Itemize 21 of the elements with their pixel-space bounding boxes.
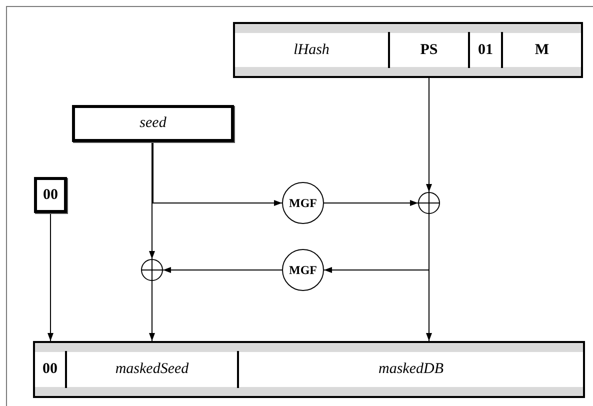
- field-cell: 01: [470, 32, 503, 68]
- xor-symbol: [418, 192, 440, 214]
- field-cell: maskedDB: [239, 351, 583, 388]
- arrow: [426, 78, 432, 192]
- seed-box: seed: [72, 105, 234, 142]
- field-cell: 00: [35, 351, 67, 388]
- field-cell: lHash: [235, 32, 390, 68]
- arrow: [149, 280, 155, 342]
- data-block: [33, 341, 585, 398]
- arrow: [324, 200, 418, 206]
- arrow: [426, 214, 432, 342]
- data-block: [233, 22, 583, 78]
- arrow: [149, 142, 155, 260]
- arrow: [48, 212, 54, 342]
- arrow: [152, 142, 282, 206]
- field-cell: M: [503, 32, 581, 68]
- arrow: [162, 267, 282, 273]
- xor-symbol: [141, 259, 163, 281]
- byte-box: 00: [34, 177, 67, 213]
- field-cell: maskedSeed: [67, 351, 239, 388]
- field-cell: PS: [390, 32, 470, 68]
